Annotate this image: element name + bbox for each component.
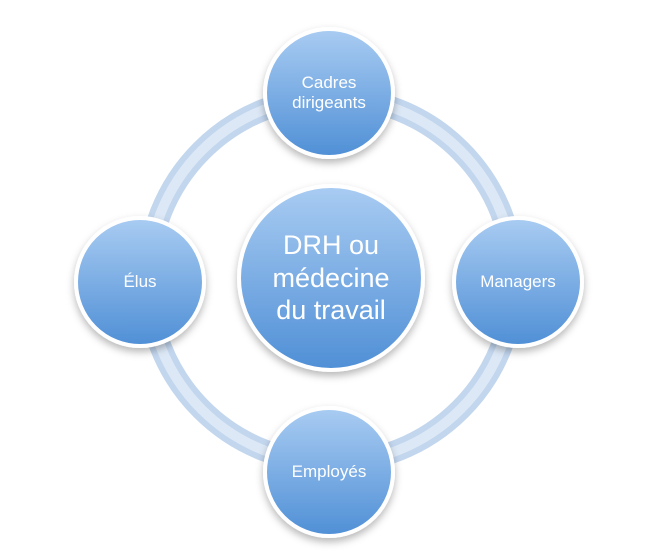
node-top-label: Cadres dirigeants [292,73,366,112]
node-right-label: Managers [480,272,556,292]
node-top [263,27,395,159]
center-node-label: DRH ou médecine du travail [272,230,390,326]
center-node [237,184,425,372]
node-left-label: Élus [123,272,157,292]
node-bottom [263,406,395,538]
node-left [74,216,206,348]
node-right [452,216,584,348]
node-bottom-label: Employés [291,462,367,482]
